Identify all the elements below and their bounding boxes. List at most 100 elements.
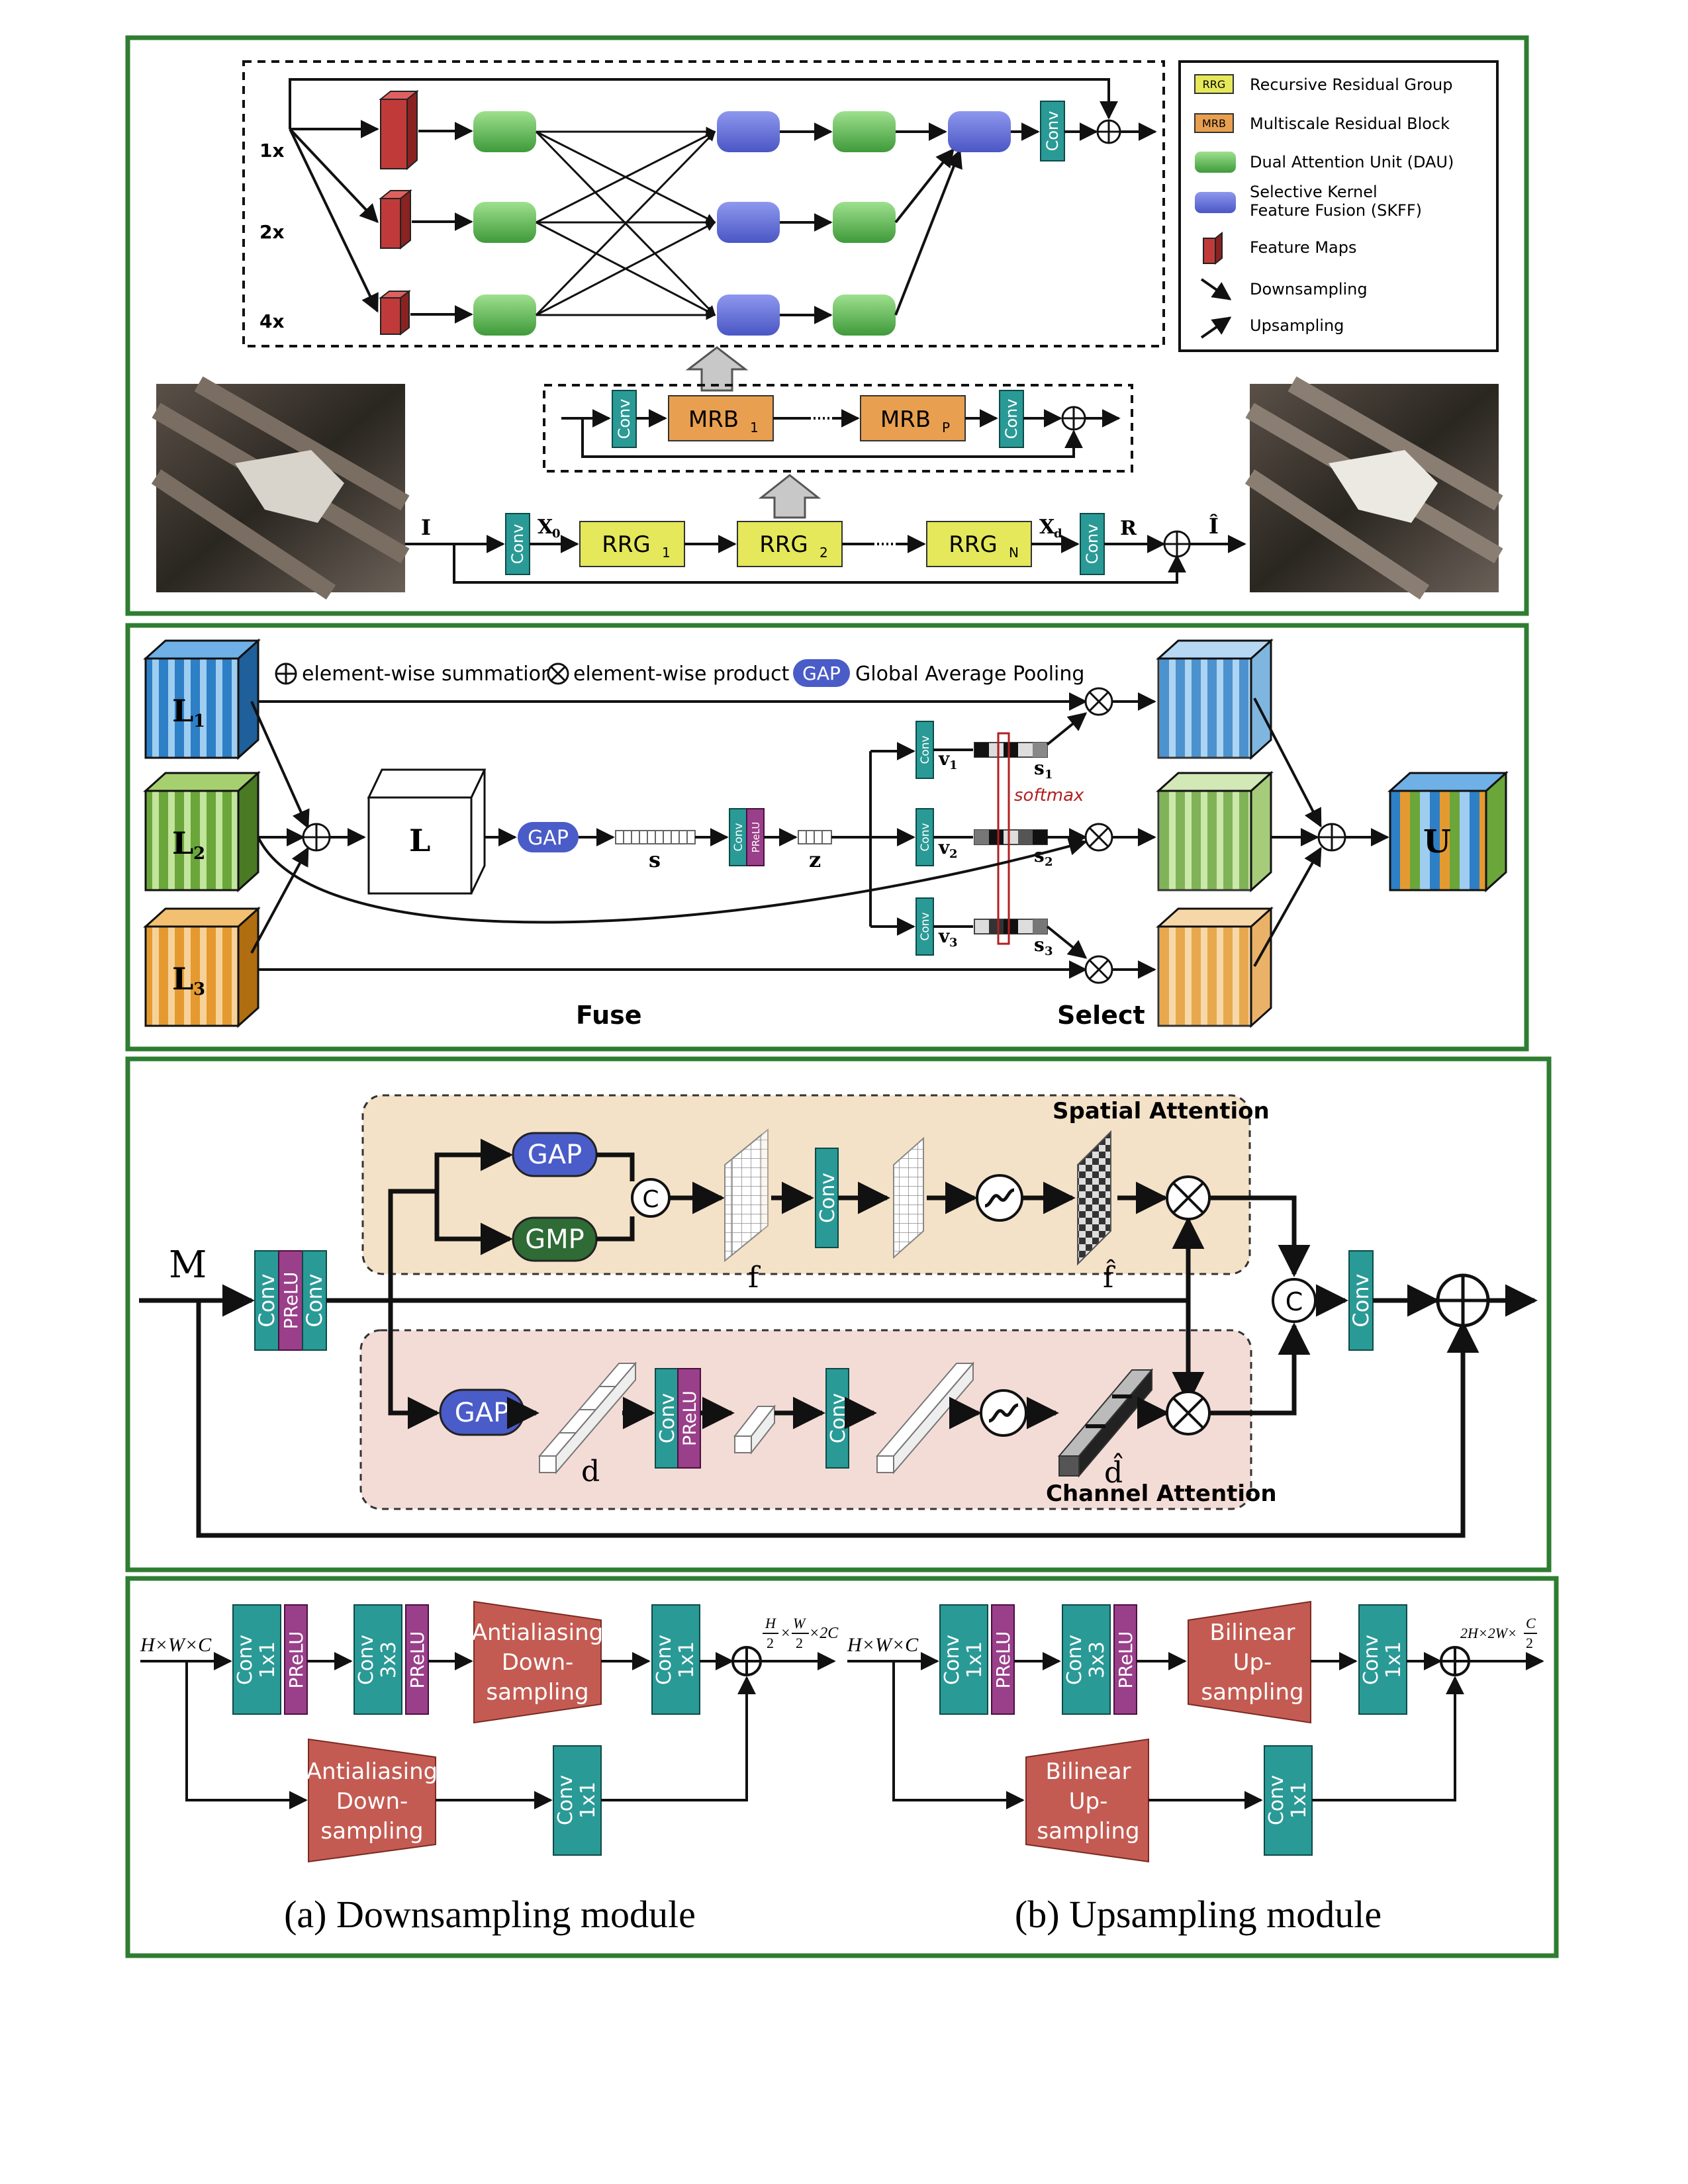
sum-node-main — [1163, 530, 1191, 558]
s2-sub: 2 — [1045, 855, 1053, 869]
down-conv-out-label: Conv — [653, 1635, 676, 1685]
panel-mirnet-overview: 1x 2x 4x — [125, 35, 1529, 616]
caption-downsampling: (a) Downsampling module — [284, 1893, 696, 1936]
skff-block-1x — [717, 111, 780, 152]
prelu-block-channel — [677, 1368, 701, 1469]
input-cube-L3 — [143, 906, 261, 1028]
up-conv3-label: Conv — [1063, 1635, 1086, 1685]
up-bilinear-block — [1188, 1600, 1311, 1724]
legend-sum-text: element-wise summation — [302, 662, 553, 686]
down-out-W: W — [793, 1615, 806, 1631]
legend-rrg-swatch — [1194, 74, 1234, 94]
vector-z-label: z — [809, 847, 821, 872]
scale-label-1x: 1x — [259, 140, 285, 161]
down-conv-out-block — [651, 1604, 700, 1715]
sum-node-rrg — [1061, 406, 1086, 431]
v1-label: v — [938, 748, 950, 770]
scale-label-2x: 2x — [259, 221, 285, 243]
prelu-label-head: PReLU — [280, 1271, 302, 1329]
up-conv-out-kernel: 1x1 — [1382, 1641, 1405, 1678]
conv-label-mrb: Conv — [1043, 111, 1062, 152]
up-conv3-block — [1062, 1604, 1111, 1715]
cube-L3-sub: 3 — [193, 979, 205, 999]
conv-block-shallow — [505, 513, 530, 575]
down-aa-skip-line3: sampling — [320, 1818, 423, 1844]
rrg-n-label: RRG — [949, 531, 998, 558]
conv-block-mrb — [1040, 101, 1065, 161]
label-R: R — [1120, 517, 1137, 540]
output-image — [1244, 376, 1503, 600]
skff-block-4x — [717, 295, 780, 336]
attention-vector-3 — [974, 919, 1048, 934]
sum-legend-icon — [275, 662, 297, 685]
cube-L2-sub: 2 — [193, 844, 205, 864]
feature-f-label: f — [748, 1261, 761, 1295]
rrg-block-2 — [737, 521, 843, 567]
mrb-1-label: MRB — [688, 406, 739, 433]
caption-upsampling: (b) Upsampling module — [1015, 1893, 1382, 1936]
down-prelu2-label: PReLU — [406, 1631, 428, 1688]
down-skip-conv-kernel: 1x1 — [577, 1782, 600, 1819]
product-node-2 — [1084, 823, 1113, 852]
concat-label-spatial: C — [642, 1186, 659, 1213]
up-bl-line1: Bilinear — [1210, 1619, 1295, 1646]
legend-down-text: Downsampling — [1250, 280, 1368, 298]
label-Ihat: Î — [1209, 514, 1219, 539]
down-input-dim: H×W×C — [140, 1634, 212, 1656]
conv-label-shallow: Conv — [508, 524, 527, 565]
weighted-cube-3 — [1156, 906, 1274, 1028]
gap-label-channel: GAP — [455, 1398, 509, 1428]
down-aa-line3: sampling — [486, 1679, 588, 1706]
cube-L-label: L — [409, 823, 430, 858]
s3-sub: 3 — [1045, 944, 1053, 958]
conv-block-v3 — [915, 897, 934, 956]
channel-attention-title: Channel Attention — [1046, 1480, 1277, 1507]
gap-block-label: GAP — [528, 827, 569, 850]
attention-vector-1 — [974, 742, 1048, 758]
down-conv3-label: Conv — [355, 1635, 378, 1685]
conv-block-recon — [1080, 513, 1105, 575]
up-prelu2-label: PReLU — [1115, 1631, 1137, 1688]
conv-label-channel-2: Conv — [827, 1393, 850, 1443]
conv-label-recon: Conv — [1083, 524, 1102, 565]
down-conv1-block — [232, 1604, 281, 1715]
dau-block-2x-b — [833, 202, 896, 243]
fuse-label: Fuse — [576, 1001, 642, 1030]
sigmoid-icon-channel — [980, 1389, 1027, 1437]
v1-sub: 1 — [949, 758, 958, 772]
legend-gap-text: Global Average Pooling — [855, 662, 1084, 686]
down-conv1-kernel: 1x1 — [256, 1641, 279, 1678]
up-conv1-block — [939, 1604, 988, 1715]
product-node-channel — [1166, 1390, 1211, 1435]
panel-dau: Spatial Attention Channel Attention M Co… — [125, 1056, 1552, 1572]
softmax-box — [997, 732, 1010, 945]
conv-label-spatial: Conv — [816, 1173, 839, 1223]
down-antialias-block — [473, 1600, 602, 1724]
up-bl-line2: Up- — [1233, 1649, 1272, 1676]
vector-d — [538, 1361, 637, 1475]
mrb-block-p — [860, 395, 966, 441]
legend-prod-text: element-wise product — [573, 662, 790, 686]
product-node-1 — [1084, 687, 1113, 716]
select-label: Select — [1057, 1001, 1145, 1030]
input-label-I: I — [421, 515, 431, 540]
down-out-H-den: 2 — [767, 1635, 774, 1651]
prelu-block-head — [278, 1250, 303, 1351]
gap-block — [518, 822, 579, 852]
conv-label-v3: Conv — [919, 912, 932, 940]
up-out-dim: 2H×2W× — [1460, 1625, 1517, 1641]
legend-down-arrow-icon — [1200, 278, 1232, 300]
s3-label: s — [1034, 934, 1045, 956]
conv-block-rrg-out — [999, 390, 1024, 448]
up-conv3-kernel: 3x3 — [1086, 1641, 1109, 1678]
cube-U-label: U — [1423, 823, 1451, 860]
up-conv-out-label: Conv — [1360, 1635, 1383, 1685]
legend-skff-swatch — [1195, 192, 1236, 213]
label-xd-sub: d — [1054, 527, 1062, 541]
gmp-label: GMP — [525, 1224, 585, 1255]
down-aa-skip-line1: Antialiasing — [306, 1758, 438, 1785]
conv-label-rrg-out: Conv — [1002, 399, 1021, 439]
conv-block-head-2 — [302, 1250, 327, 1351]
rrg-2-sub: 2 — [820, 545, 828, 561]
down-out-H: H — [765, 1615, 776, 1631]
